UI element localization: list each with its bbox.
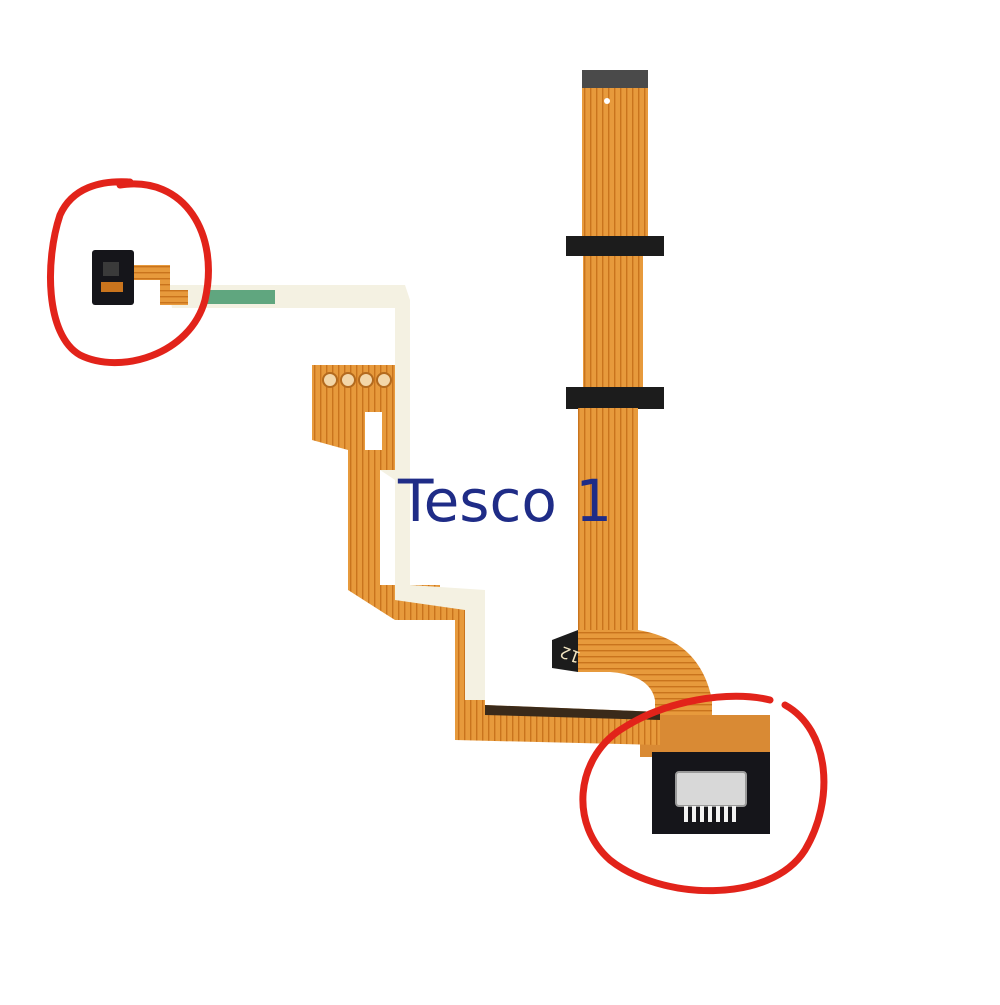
fpc-connector: [675, 771, 747, 807]
sensor-end: [92, 250, 188, 305]
ribbon-end-tab: [582, 70, 648, 90]
connector-board: [640, 715, 770, 834]
red-circle-top-left: [46, 178, 212, 366]
ribbon-stiffener-upper: [566, 236, 664, 256]
side-flex: [168, 285, 660, 745]
watermark-text: Tesco 1: [398, 467, 613, 535]
ribbon-stiffener-lower: [566, 387, 664, 409]
sensor-chip: [92, 250, 134, 305]
red-circle-bottom-right: [579, 692, 828, 895]
green-adhesive: [205, 290, 275, 304]
